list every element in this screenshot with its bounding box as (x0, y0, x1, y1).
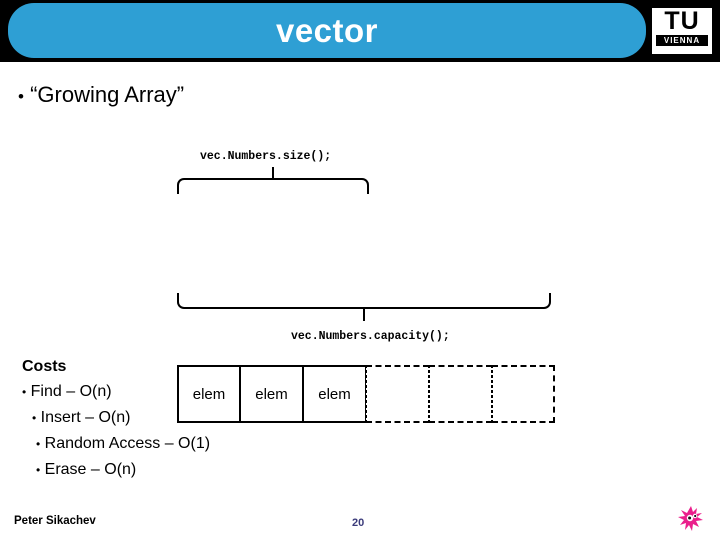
list-bullet: • (22, 385, 27, 399)
size-brace-stem (272, 167, 274, 179)
costs-item-text: Erase – O(n) (44, 461, 137, 478)
size-call-label: vec.Numbers.size(); (200, 150, 332, 163)
growing-array-heading: • “Growing Array” (18, 82, 184, 108)
costs-item: • Random Access – O(1) (22, 431, 210, 457)
capacity-brace-stem (363, 308, 365, 321)
size-brace (177, 178, 369, 194)
memory-cell-empty (366, 365, 429, 423)
slide-header: vector TU VIENNA (0, 0, 720, 62)
list-bullet: • (36, 463, 41, 477)
footer-author: Peter Sikachev (14, 515, 96, 527)
vector-diagram: vec.Numbers.size(); elem elem elem vec.N… (0, 145, 720, 423)
tu-vienna-logo: TU VIENNA (652, 8, 712, 54)
costs-item-text: Insert – O(n) (40, 409, 131, 426)
capacity-brace (177, 293, 551, 309)
logo-vienna-text: VIENNA (656, 35, 708, 46)
header-band (8, 3, 646, 58)
costs-item-text: Random Access – O(1) (44, 435, 211, 452)
memory-cell-filled: elem (303, 365, 366, 423)
logo-tu-text: TU (664, 7, 700, 35)
memory-cell-empty (492, 365, 555, 423)
memory-cell-empty (429, 365, 492, 423)
costs-item: • Find – O(n) (22, 379, 210, 405)
costs-item: • Erase – O(n) (22, 457, 210, 483)
costs-block: Costs • Find – O(n) • Insert – O(n) • Ra… (22, 358, 210, 483)
splash-logo-icon (678, 506, 703, 531)
capacity-call-label: vec.Numbers.capacity(); (291, 330, 450, 343)
footer-page-number: 20 (352, 517, 365, 529)
list-bullet: • (32, 411, 37, 425)
heading-text: “Growing Array” (30, 82, 185, 107)
list-bullet: • (36, 437, 41, 451)
memory-cell-filled: elem (240, 365, 303, 423)
costs-title: Costs (22, 358, 67, 375)
costs-item-text: Find – O(n) (30, 383, 112, 400)
costs-item: • Insert – O(n) (22, 405, 210, 431)
page-title: vector (275, 12, 379, 49)
memory-cell-filled: elem (177, 365, 240, 423)
heading-bullet: • (18, 87, 24, 106)
